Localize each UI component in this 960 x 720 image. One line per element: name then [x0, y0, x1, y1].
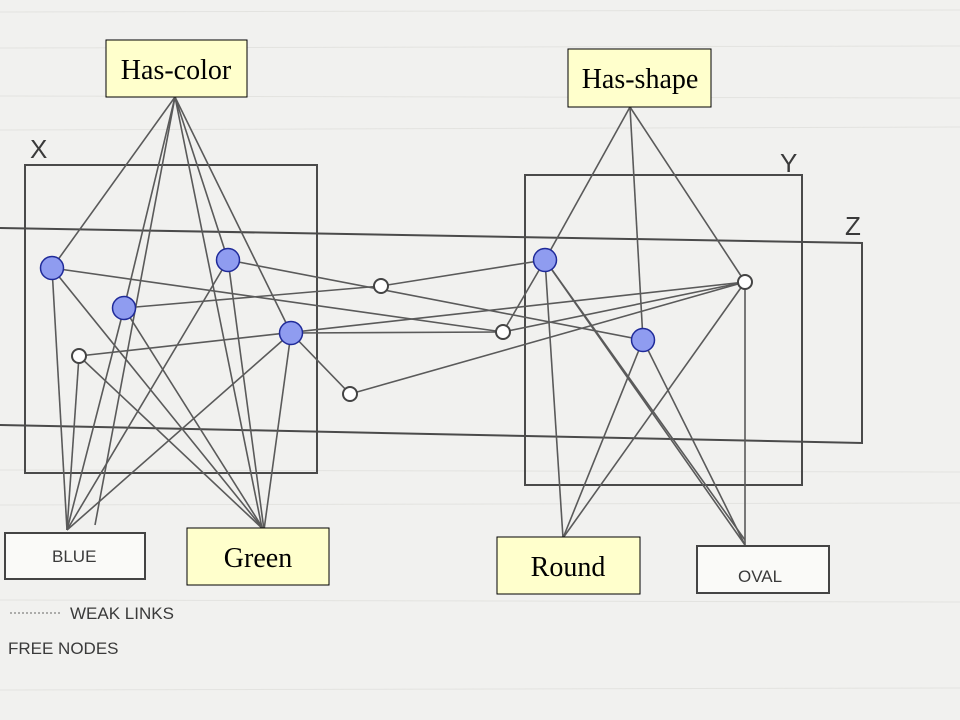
highlighted-node	[111, 295, 137, 321]
link	[642, 339, 746, 546]
link	[123, 307, 265, 531]
link	[51, 267, 504, 333]
round-box	[496, 536, 641, 595]
link	[66, 259, 229, 531]
region-y-frame	[524, 174, 803, 486]
free-node	[737, 274, 753, 290]
highlighted-node	[215, 247, 241, 273]
link	[544, 259, 746, 546]
weak-links-legend-label: WEAK LINKS	[70, 604, 174, 623]
link	[227, 259, 265, 531]
link	[544, 259, 564, 539]
region-z-letter: Z	[845, 211, 861, 241]
green-box	[186, 527, 330, 586]
link	[629, 106, 746, 283]
link	[66, 355, 80, 531]
link	[78, 281, 746, 357]
link	[544, 106, 631, 261]
link	[174, 96, 263, 529]
link	[123, 96, 176, 309]
blue-box	[4, 532, 146, 580]
link	[78, 355, 265, 531]
link	[174, 96, 229, 261]
link	[51, 267, 68, 531]
link	[502, 281, 746, 333]
has-color-label: Has-color	[121, 55, 232, 86]
oval-box	[696, 545, 830, 594]
link	[562, 339, 644, 539]
link	[263, 332, 292, 531]
link	[66, 332, 292, 531]
link	[174, 96, 292, 334]
region-z-band	[0, 227, 863, 445]
link	[562, 281, 746, 539]
region-x-letter: X	[30, 134, 47, 164]
free-node	[342, 386, 358, 402]
has-shape-label: Has-shape	[582, 64, 699, 95]
round-label: Round	[531, 552, 606, 583]
has-shape-box	[567, 48, 712, 108]
free-nodes	[71, 274, 753, 402]
green-label: Green	[224, 543, 292, 574]
link	[380, 259, 546, 287]
link	[502, 259, 546, 333]
highlighted-nodes	[39, 247, 656, 353]
link	[123, 285, 382, 309]
link	[51, 96, 176, 269]
highlighted-node	[39, 255, 65, 281]
highlighted-node	[278, 320, 304, 346]
link	[290, 331, 504, 334]
free-nodes-legend-label: FREE NODES	[8, 639, 119, 658]
has-color-box	[105, 39, 248, 98]
region-x-frame	[24, 164, 318, 474]
free-node	[71, 348, 87, 364]
link	[290, 332, 351, 395]
oval-box-label: OVAL	[738, 567, 782, 586]
free-node	[495, 324, 511, 340]
highlighted-node	[532, 247, 558, 273]
link	[51, 267, 265, 531]
free-node	[373, 278, 389, 294]
highlighted-node	[630, 327, 656, 353]
region-y-letter: Y	[780, 148, 797, 178]
link	[349, 281, 746, 395]
link	[227, 259, 644, 341]
links	[51, 96, 746, 546]
link	[629, 106, 644, 341]
blue-box-label: BLUE	[52, 547, 96, 566]
